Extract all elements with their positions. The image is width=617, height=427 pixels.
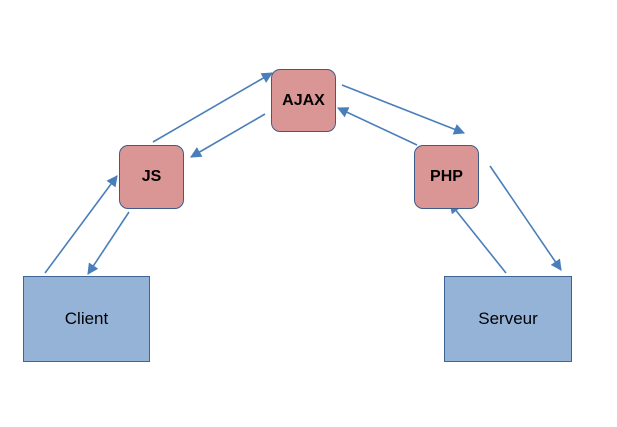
- client-label: Client: [64, 309, 109, 328]
- arrow-ajax-to-js: [190, 113, 266, 158]
- js-label: JS: [141, 168, 162, 185]
- ajax-label: AJAX: [282, 91, 325, 109]
- serveur-label: Serveur: [478, 309, 538, 328]
- php-label: PHP: [430, 168, 463, 185]
- arrow-php-to-ajax: [336, 107, 418, 146]
- arrow-js-to-client: [87, 211, 130, 275]
- php-node: PHP: [414, 145, 479, 209]
- arrow-js-to-ajax: [152, 72, 273, 143]
- arrow-client-to-js: [44, 175, 118, 274]
- client-node: Client: [23, 276, 150, 362]
- arrow-php-to-serveur: [489, 165, 562, 271]
- arrow-ajax-to-php: [341, 84, 466, 135]
- ajax-node: AJAX: [271, 69, 336, 132]
- js-node: JS: [119, 145, 184, 209]
- serveur-node: Serveur: [444, 276, 572, 362]
- arrow-serveur-to-php: [449, 202, 507, 274]
